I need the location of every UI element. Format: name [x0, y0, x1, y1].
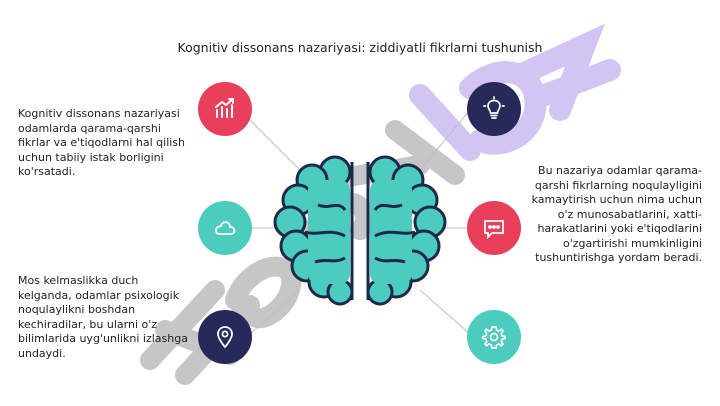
- growth-chart-icon: [215, 98, 234, 118]
- brain-illustration: [273, 155, 447, 306]
- cloud-circle: [198, 201, 252, 255]
- lightbulb-icon: [483, 96, 505, 119]
- gear-circle: [467, 310, 521, 364]
- location-pin-circle: [198, 310, 252, 364]
- watermark-purple: [409, 23, 621, 161]
- chat-bubble-icon: [484, 220, 504, 240]
- cloud-icon: [215, 221, 236, 235]
- page-title: Kognitiv dissonans nazariyasi: ziddiyatl…: [177, 40, 543, 55]
- text-block-top-left: Kognitiv dissonans nazariyasi odamlarda …: [18, 107, 186, 178]
- gear-icon: [482, 326, 506, 349]
- text-block-right: Bu nazariya odamlar qarama-qarshi fikrla…: [531, 164, 702, 264]
- chat-bubble-circle: [467, 201, 521, 255]
- growth-chart-circle: [198, 82, 252, 136]
- location-pin-icon: [217, 326, 233, 349]
- lightbulb-circle: [467, 82, 521, 136]
- text-block-bottom-left: Mos kelmaslikka duch kelganda, odamlar p…: [18, 274, 188, 360]
